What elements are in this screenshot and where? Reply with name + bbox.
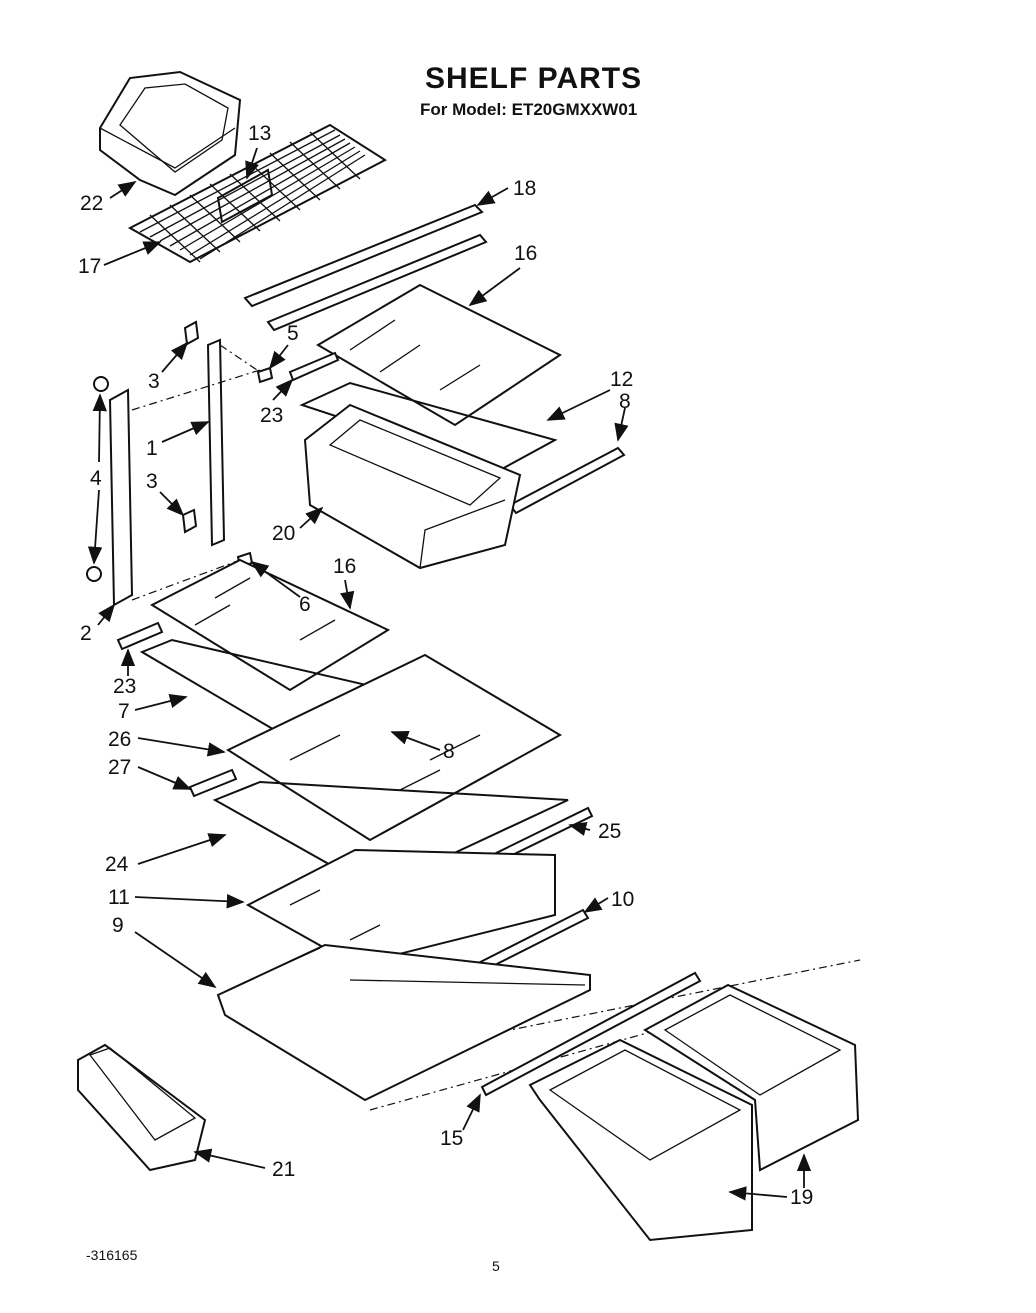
part-1-upright-right: [206, 338, 226, 547]
callout-25: 25: [598, 820, 621, 843]
callout-17: 17: [78, 255, 101, 278]
part-21-door-bin: [77, 1043, 207, 1172]
document-number: -316165: [86, 1247, 138, 1263]
callout-19: 19: [790, 1186, 813, 1209]
part-3-clip-upper: [183, 320, 200, 346]
part-24-frame: [212, 780, 569, 892]
part-4-cap-lower: [86, 566, 102, 582]
part-26-glass-shelf: [225, 653, 563, 842]
callout-16-middle: 16: [333, 555, 356, 578]
callout-23-lower: 23: [113, 675, 136, 698]
part-20-crisper: [303, 403, 522, 570]
callout-9: 9: [112, 914, 124, 937]
part-17-wire-shelf: [127, 123, 387, 264]
part-16-glass-shelf-middle: [149, 558, 391, 692]
part-23-trim-lower: [116, 621, 164, 651]
callout-24: 24: [105, 853, 129, 876]
callout-8-middle: 8: [443, 740, 455, 763]
callout-15: 15: [440, 1127, 463, 1150]
callout-22: 22: [80, 192, 103, 215]
callout-2: 2: [80, 622, 92, 645]
callout-leaders: [87, 147, 812, 1201]
model-subtitle: For Model: ET20GMXXW01: [420, 100, 638, 119]
part-16-glass-shelf-upper: [316, 283, 562, 427]
callout-26: 26: [108, 728, 131, 751]
callout-1: 1: [146, 437, 158, 460]
part-15-rail: [480, 971, 702, 1097]
part-9-crisper-frame: [216, 943, 591, 1102]
callout-21: 21: [272, 1158, 295, 1181]
callout-4: 4: [90, 467, 102, 490]
part-3-clip-lower: [181, 508, 198, 534]
callout-8-upper: 8: [619, 390, 631, 413]
part-19-crisper-drawers: [528, 983, 860, 1242]
part-2-upright-left: [108, 388, 134, 607]
callout-18: 18: [513, 177, 536, 200]
callout-numbers: 22 13 18 17 16 5 3 23 12 8 1 4 3 20 16 6…: [78, 122, 813, 1209]
callout-6: 6: [299, 593, 311, 616]
callout-16-upper: 16: [514, 242, 537, 265]
part-8-rail-upper: [508, 446, 626, 515]
part-27-trim: [188, 768, 238, 798]
callout-5: 5: [287, 322, 299, 345]
callout-7: 7: [118, 700, 130, 723]
page-number: 5: [492, 1258, 500, 1274]
part-18-rail: [243, 203, 488, 332]
part-22-bin: [99, 70, 242, 197]
callout-11: 11: [108, 886, 130, 909]
part-4-cap-upper: [93, 376, 109, 392]
callout-12: 12: [610, 368, 633, 391]
callout-23-upper: 23: [260, 404, 283, 427]
part-23-trim-upper: [288, 351, 340, 382]
callout-10: 10: [611, 888, 634, 911]
callout-3-upper: 3: [148, 370, 160, 393]
part-5-screw: [256, 366, 274, 384]
callout-27: 27: [108, 756, 131, 779]
callout-3-lower: 3: [146, 470, 158, 493]
callout-13: 13: [248, 122, 271, 145]
callout-20: 20: [272, 522, 295, 545]
diagram-title: SHELF PARTS: [425, 62, 643, 95]
